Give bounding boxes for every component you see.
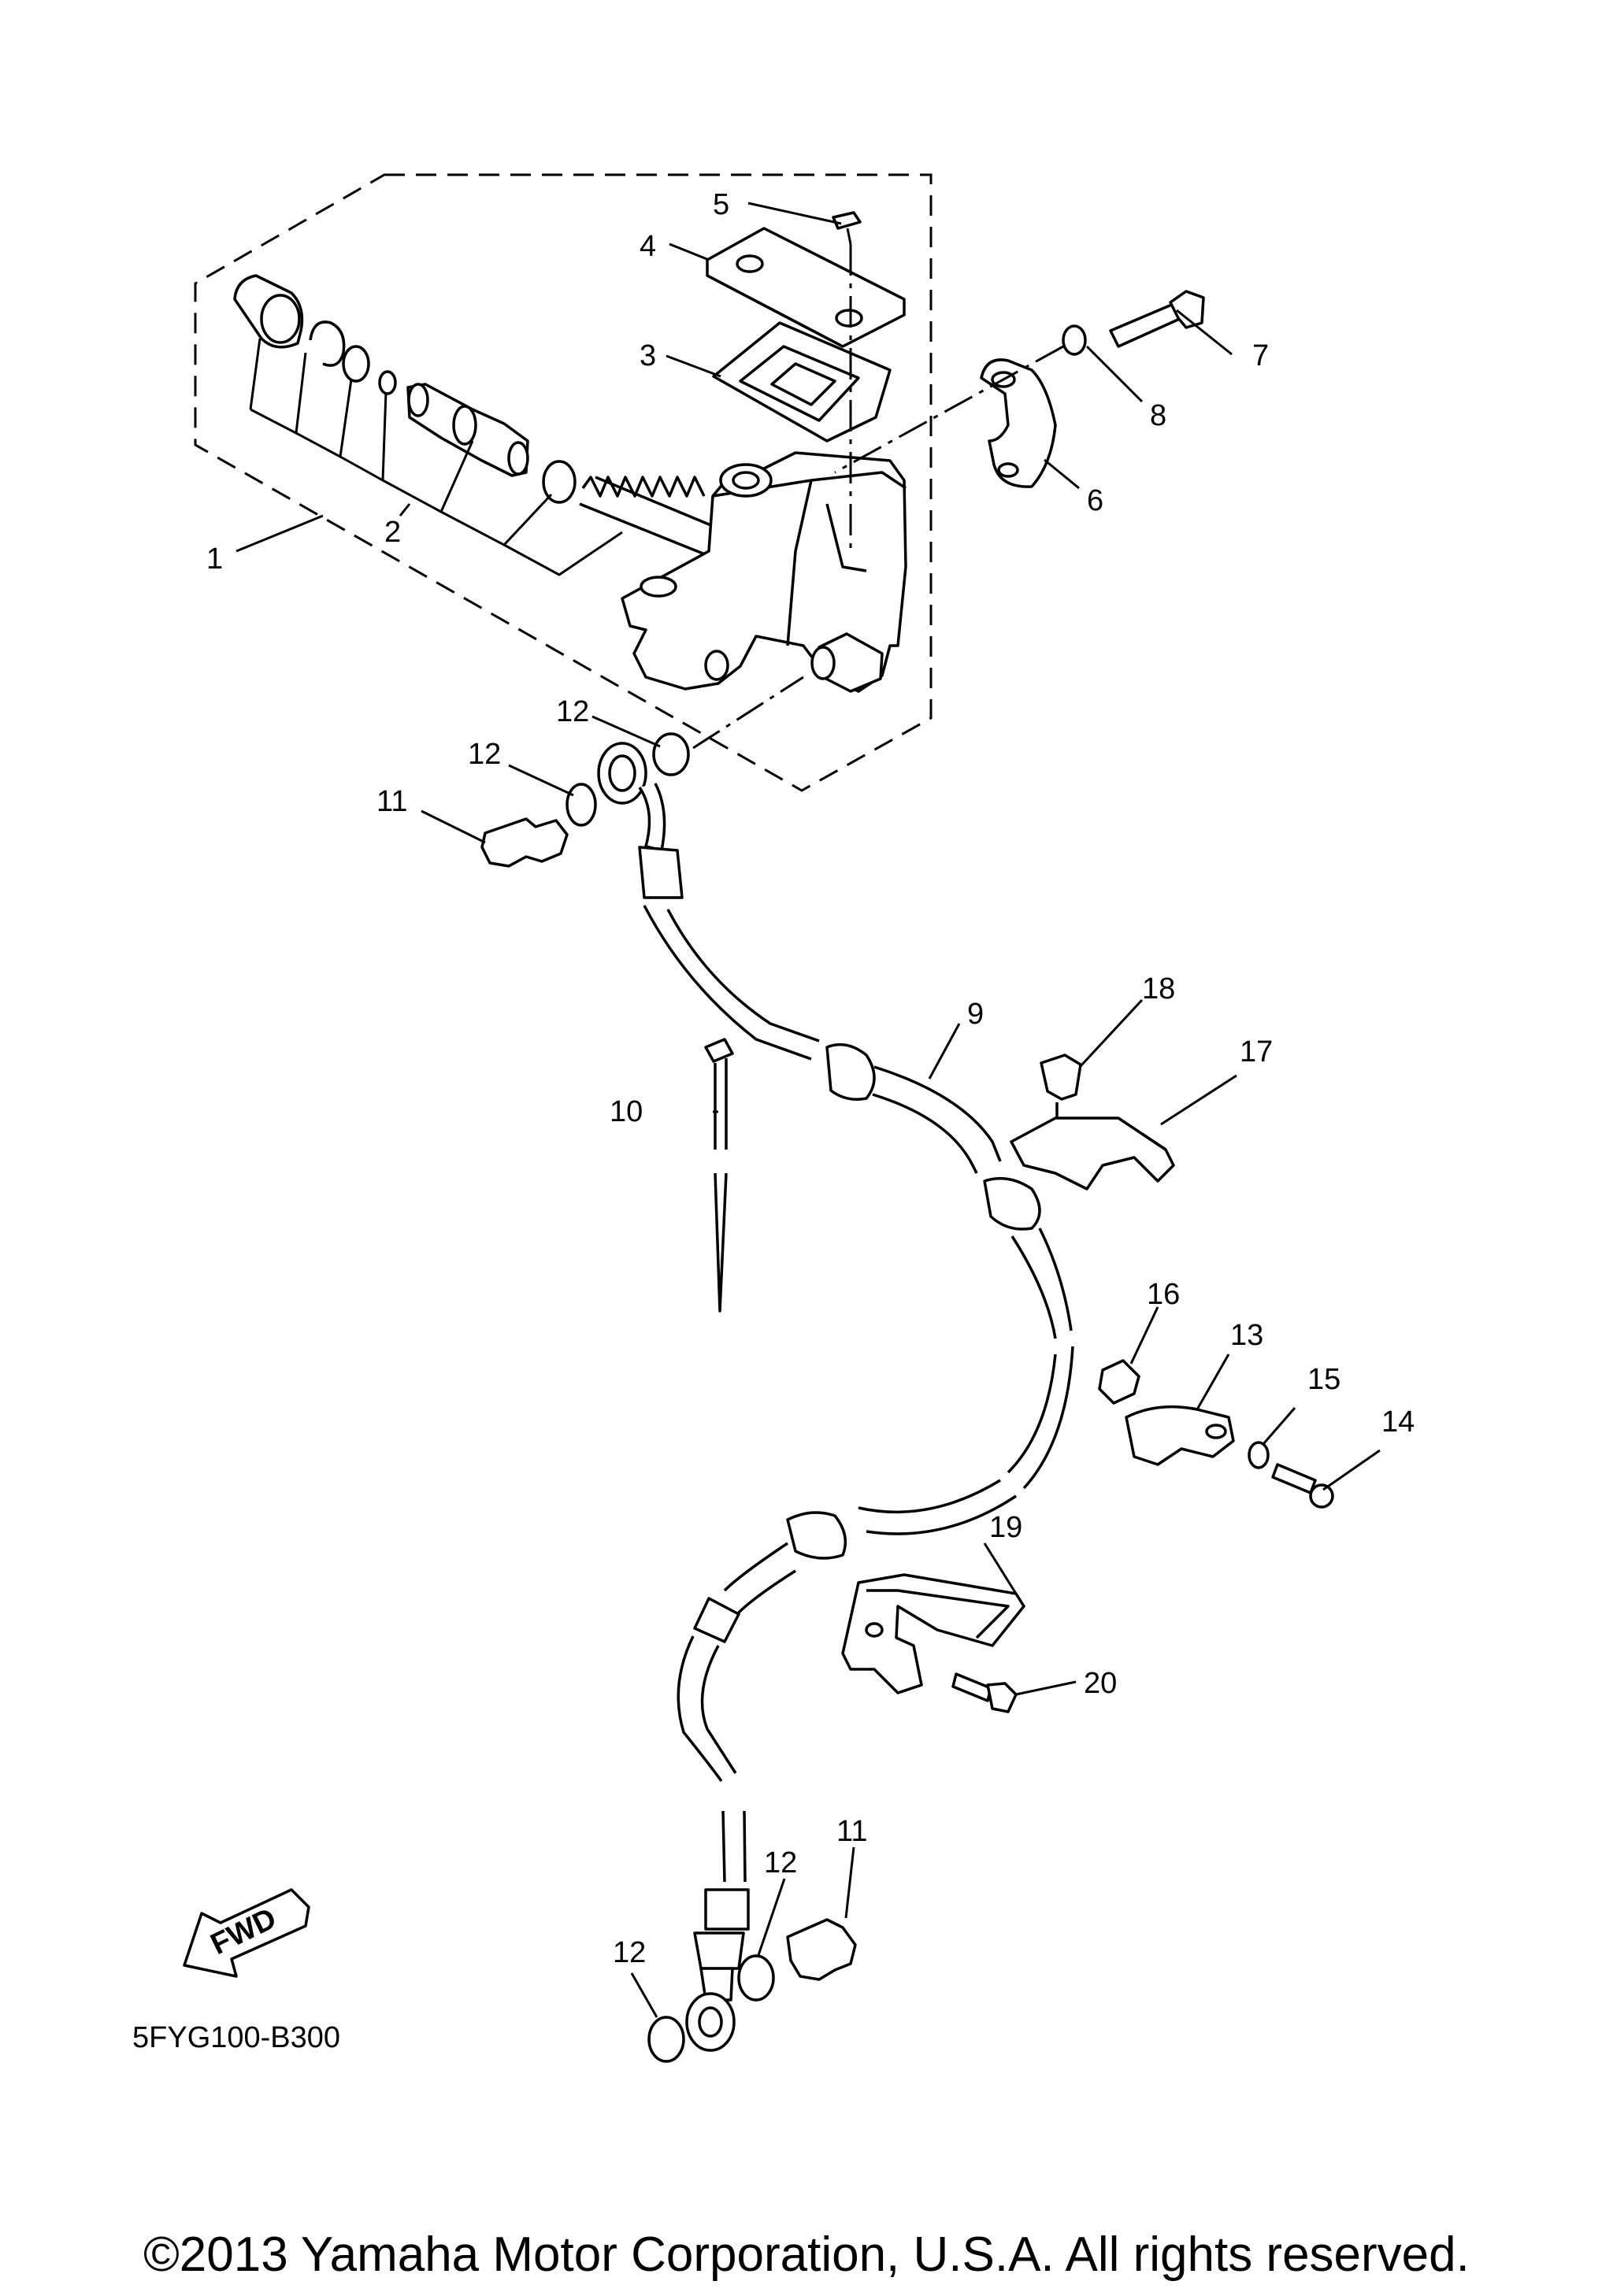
callout-19: 19: [989, 1511, 1022, 1544]
callout-12-c: 12: [764, 1846, 797, 1879]
callout-2: 2: [384, 516, 401, 549]
diagram-code: 5FYG100-B300: [132, 2021, 340, 2054]
callout-leaders: [421, 202, 1381, 2018]
callout-12-b: 12: [468, 738, 501, 771]
callout-5: 5: [713, 188, 729, 221]
copyright-notice: ©2013 Yamaha Motor Corporation, U.S.A. A…: [143, 2227, 1470, 2282]
kit-leaders: [235, 338, 623, 576]
callout-3: 3: [640, 339, 656, 372]
callout-12-d: 12: [613, 1936, 646, 1969]
callout-1: 1: [206, 543, 223, 576]
cable-tie: [704, 1038, 734, 1313]
callout-12-a: 12: [556, 695, 589, 728]
piston-kit-parts: [233, 274, 714, 557]
clamp-top: [1010, 1054, 1175, 1191]
reservoir-parts: [706, 211, 906, 551]
callout-6: 6: [1087, 484, 1103, 517]
callout-14: 14: [1381, 1405, 1415, 1439]
brake-hose: [597, 742, 1074, 2052]
hose-guide: [841, 1573, 1025, 1713]
clamp-middle: [1098, 1359, 1334, 1509]
fwd-arrow: FWD: [183, 1888, 310, 1978]
callout-17: 17: [1240, 1035, 1273, 1068]
holder-parts: [834, 290, 1205, 488]
callout-18: 18: [1142, 972, 1175, 1005]
master-cylinder-body: [621, 451, 907, 693]
kit-boundary: [194, 173, 933, 792]
callout-15: 15: [1307, 1363, 1340, 1396]
callout-11-a: 11: [376, 785, 407, 818]
callout-4: 4: [640, 230, 656, 263]
callout-13: 13: [1230, 1319, 1263, 1352]
callout-20: 20: [1084, 1667, 1117, 1700]
callout-11-b: 11: [836, 1815, 867, 1848]
callout-labels: 5 4 3 7 8 6 2 1 12 12 11 18 9 17 10 16 1…: [132, 188, 1415, 2054]
callout-16: 16: [1147, 1278, 1180, 1311]
callout-10: 10: [610, 1095, 643, 1128]
callout-8: 8: [1150, 399, 1166, 432]
callout-7: 7: [1252, 339, 1269, 372]
callout-9: 9: [967, 998, 984, 1031]
union-bolts: [480, 676, 857, 2063]
